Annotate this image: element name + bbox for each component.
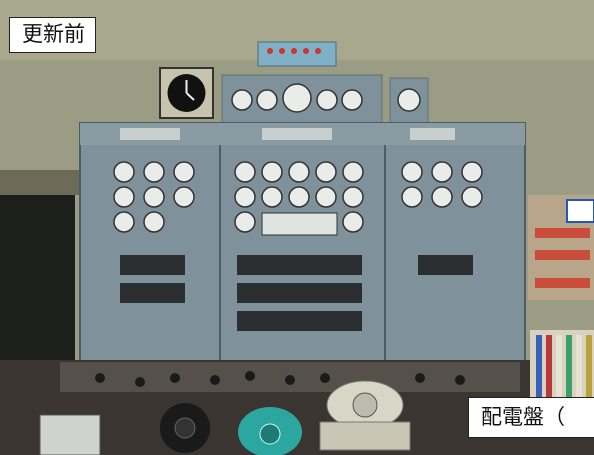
center-switch-row-1 — [237, 255, 362, 275]
white-phone-icon — [39, 414, 101, 455]
right-gauges — [401, 161, 483, 208]
right-upper-gauge — [397, 88, 421, 112]
nameplate-center — [262, 128, 332, 140]
before-renewal-label: 更新前 — [9, 17, 96, 53]
left-switch-row-2 — [120, 283, 185, 303]
door-frame — [0, 170, 80, 195]
center-display-grid — [261, 212, 338, 236]
left-gauges — [113, 161, 195, 233]
right-switch-row — [418, 255, 473, 275]
upper-gauges — [231, 83, 363, 113]
desk-device — [319, 421, 411, 451]
left-switch-row-1 — [120, 255, 185, 275]
center-gauges — [234, 161, 364, 233]
desk-switches — [95, 371, 465, 387]
center-switch-row-2 — [237, 283, 362, 303]
blue-sign — [566, 199, 594, 223]
nameplate-right — [410, 128, 455, 140]
nameplate-left — [120, 128, 180, 140]
center-switch-row-3 — [237, 311, 362, 331]
switchboard-label: 配電盤（ — [468, 397, 594, 438]
indicator-lamps — [267, 48, 321, 54]
top-indicator-box — [257, 41, 337, 67]
